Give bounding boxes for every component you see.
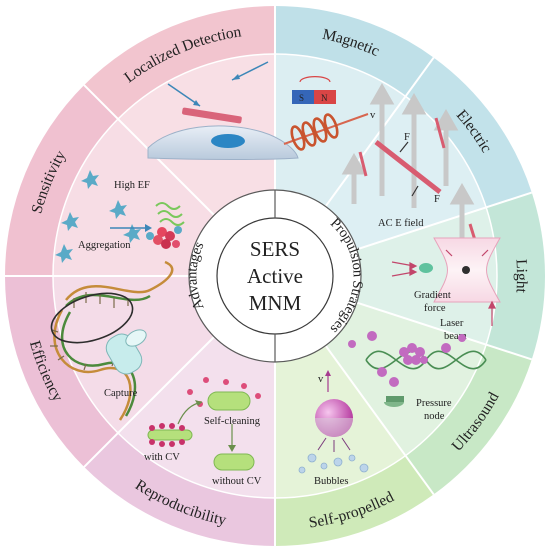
magnetic-illustration: S N v xyxy=(283,76,376,151)
with-cv-label: with CV xyxy=(144,452,180,463)
reproducibility-illustration xyxy=(147,377,261,471)
label-strategy-2: Light xyxy=(513,259,531,294)
divider-advantage-2 xyxy=(83,316,235,468)
center-label-line-1: SERS xyxy=(250,237,300,261)
magnet-n-label: N xyxy=(321,93,328,103)
gradient-force-label-1: Gradient xyxy=(414,290,451,301)
sensitivity-illustration xyxy=(55,170,185,263)
segment-dividers xyxy=(5,6,533,546)
ultrasound-illustration: Pressure node xyxy=(348,331,487,422)
gradient-force-label-2: force xyxy=(424,303,446,314)
divider-strategy-4 xyxy=(308,322,435,496)
light-illustration: Gradient force Laser beam xyxy=(391,237,501,342)
capture-label: Capture xyxy=(104,388,138,399)
high-ef-label: High EF xyxy=(114,180,150,191)
magnet-s-label: S xyxy=(299,93,304,103)
force-f-top: F xyxy=(404,132,410,143)
force-f-bottom: F xyxy=(434,194,440,205)
divider-strategy-1 xyxy=(308,56,435,230)
velocity-v-magnetic: v xyxy=(370,110,376,121)
ac-field-label: AC E field xyxy=(378,218,424,229)
divider-strategy-2 xyxy=(329,191,533,260)
bubbles-label: Bubbles xyxy=(314,476,348,487)
without-cv-label: without CV xyxy=(212,476,262,487)
localized-detection-illustration xyxy=(147,61,299,160)
ring-label-advantages: Advantages xyxy=(184,239,207,312)
laser-beam-label-2: beam xyxy=(444,331,467,342)
pressure-label-2: node xyxy=(424,411,445,422)
aggregation-label: Aggregation xyxy=(78,240,131,251)
divider-strategy-3 xyxy=(329,292,533,361)
self-cleaning-label: Self-cleaning xyxy=(204,416,261,427)
pressure-label-1: Pressure xyxy=(416,398,452,409)
label-band-border xyxy=(52,53,498,499)
velocity-v-self: v xyxy=(318,374,324,385)
segment-strategy-2 xyxy=(275,192,545,360)
efficiency-illustration xyxy=(50,260,174,421)
divider-advantage-0 xyxy=(83,84,235,236)
center-label-line-2: Active xyxy=(247,264,303,288)
laser-beam-label-1: Laser xyxy=(440,318,464,329)
center-label-line-3: MNM xyxy=(249,291,302,315)
self-propelled-illustration: v xyxy=(298,370,369,474)
